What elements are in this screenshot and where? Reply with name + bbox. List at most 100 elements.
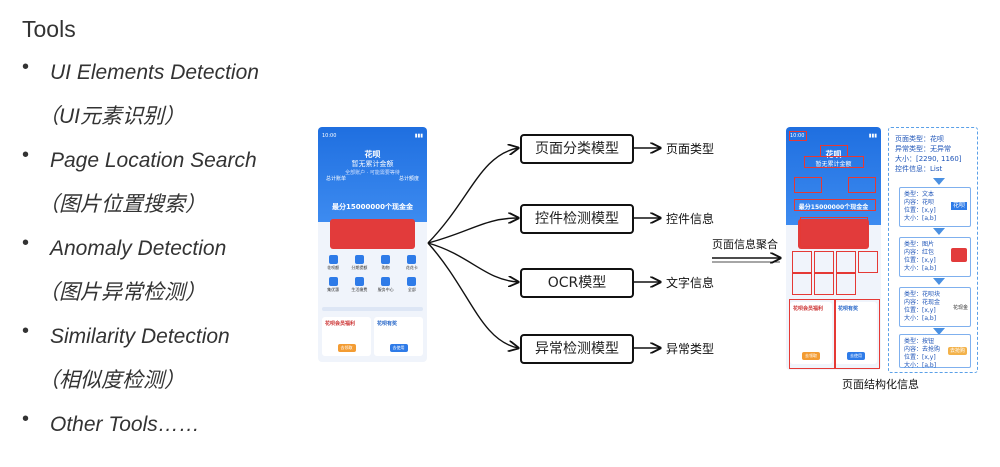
app-icon xyxy=(407,255,417,264)
branch-arrow xyxy=(427,148,518,244)
card-line: 位置：[x,y] xyxy=(904,307,936,314)
card-line: 类型：花呗块 xyxy=(904,291,941,298)
list-item: • Anomaly Detection （图片异常检测） xyxy=(20,232,310,322)
widget-card: 类型：按钮 内容：去抢购 位置：[x,y] 大小：[a,b] 去抢购 xyxy=(899,334,971,369)
branch-arrow xyxy=(427,242,518,282)
grid-label: 花花卡 xyxy=(405,265,418,270)
app-icon xyxy=(328,277,338,286)
anomaly-type: 异常类型：无异常 xyxy=(895,145,951,153)
widget-card: 类型：文本 内容：花呗 位置：[x,y] 大小：[a,b] 花呗 xyxy=(899,187,971,227)
output-label: 页面类型 xyxy=(666,142,715,156)
bullet-dot: • xyxy=(22,56,30,78)
page-size: 大小：[2290, 1160] xyxy=(895,155,962,163)
tool-name: Anomaly Detection xyxy=(50,237,227,260)
detection-box xyxy=(804,156,864,168)
detection-box xyxy=(794,199,876,211)
model-box: 异常检测模型 xyxy=(520,334,634,364)
tile-title: 花呗有奖 xyxy=(838,306,859,312)
red-packet-card xyxy=(798,219,869,249)
tile-title: 花呗有奖 xyxy=(377,321,398,327)
grid-label: 集优惠 xyxy=(327,287,340,292)
card-line: 内容：花现金 xyxy=(904,299,941,306)
card-line: 类型：文本 xyxy=(904,191,935,198)
app-icon xyxy=(354,277,364,286)
detection-box xyxy=(858,251,878,273)
grid-label: 购物 xyxy=(381,265,390,270)
widget-card: 类型：花呗块 内容：花现金 位置：[x,y] 大小：[a,b] 花现金 xyxy=(899,287,971,327)
grid-label: 花呗额 xyxy=(327,265,340,270)
app-icon xyxy=(407,277,417,286)
phone-banner: 最分15000000个现金金 xyxy=(332,203,413,211)
tool-name: UI Elements Detection xyxy=(50,61,259,84)
caption: 页面结构化信息 xyxy=(842,378,919,391)
detection-box xyxy=(835,299,880,369)
panel-header: 页面类型：花呗 异常类型：无异常 大小：[2290, 1160] 控件信息：Li… xyxy=(895,134,962,174)
card-line: 内容：去抢购 xyxy=(904,346,941,353)
card-line: 大小：[a,b] xyxy=(904,315,937,322)
promo-tile: 花呗有奖去使用 xyxy=(374,317,423,356)
model-box: 页面分类模型 xyxy=(520,134,634,164)
detection-box xyxy=(814,251,834,273)
promo-tile: 花呗有奖去使用 xyxy=(835,302,877,364)
card-badge: 花呗 xyxy=(950,202,967,210)
card-line: 内容：花呗 xyxy=(904,199,935,206)
detection-box xyxy=(800,217,868,247)
card-line: 位置：[x,y] xyxy=(904,207,936,214)
detection-box xyxy=(848,177,876,193)
phone-header xyxy=(318,127,427,222)
tool-name-zh: （图片异常检测） xyxy=(38,281,206,304)
card-badge: 去抢购 xyxy=(947,347,967,355)
down-arrow-icon xyxy=(933,228,945,235)
structured-info-panel: 页面类型：花呗 异常类型：无异常 大小：[2290, 1160] 控件信息：Li… xyxy=(888,127,978,373)
phone-tiles: 花呗会员福利去领取 花呗有奖去使用 xyxy=(790,302,877,364)
grid-item: 购物 xyxy=(375,255,397,273)
stat-right: 总计额度 xyxy=(398,176,419,182)
card-line: 内容：红包 xyxy=(904,249,935,256)
status-time: 10:00 xyxy=(790,133,805,139)
detection-box xyxy=(792,251,812,273)
tile-button: 去领取 xyxy=(337,344,356,352)
tile-button: 去领取 xyxy=(802,352,820,360)
tile-title: 花呗会员福利 xyxy=(793,306,824,312)
progress-strip xyxy=(322,307,423,311)
annotated-phone-screenshot: 10:00▮▮▮ 花呗 暂无累计金额 最分15000000个现金金 花呗会员福利… xyxy=(786,127,881,370)
widget-card: 类型：图片 内容：红包 位置：[x,y] 大小：[a,b] xyxy=(899,237,971,277)
card-badge: 花现金 xyxy=(952,305,968,311)
slide-title: Tools xyxy=(22,16,76,42)
grid-item: 花花卡 xyxy=(401,255,423,273)
bullet-dot: • xyxy=(22,408,30,430)
signal-icon: ▮▮▮ xyxy=(414,133,423,139)
grid-label: 服务中心 xyxy=(377,287,394,292)
app-icon xyxy=(381,255,391,264)
model-box: 控件检测模型 xyxy=(520,204,634,234)
status-bar: 10:00 ▮▮▮ xyxy=(322,133,423,139)
detection-box xyxy=(789,131,807,141)
grid-label: 全部 xyxy=(407,287,416,292)
input-phone-screenshot: 10:00▮▮▮ 花呗 暂无累计金额 全部账户 · 可能需要等待 总计账单总计额… xyxy=(318,127,427,362)
widget-info: 控件信息：List xyxy=(895,165,943,173)
status-bar: 10:00▮▮▮ xyxy=(790,133,877,139)
card-line: 大小：[a,b] xyxy=(904,265,937,272)
detection-box xyxy=(814,273,834,295)
phone-header xyxy=(786,127,881,225)
tile-button: 去使用 xyxy=(389,344,408,352)
output-label: 文字信息 xyxy=(666,276,715,290)
list-item: • UI Elements Detection （UI元素识别） xyxy=(20,56,310,146)
phone-banner: 最分15000000个现金金 xyxy=(798,204,869,211)
status-time: 10:00 xyxy=(322,133,337,139)
promo-tile: 花呗会员福利去领取 xyxy=(790,302,832,364)
detection-box xyxy=(836,251,856,273)
detection-box xyxy=(792,273,812,295)
output-label: 控件信息 xyxy=(666,212,715,226)
card-line: 类型：按钮 xyxy=(904,338,935,345)
stat-left: 总计账单 xyxy=(326,176,347,182)
grid-item: 分期提额 xyxy=(348,255,370,273)
app-icon xyxy=(354,255,364,264)
model-box: OCR模型 xyxy=(520,268,634,298)
down-arrow-icon xyxy=(933,328,945,335)
tool-name-zh: （图片位置搜索） xyxy=(38,193,206,216)
tool-name: Other Tools…… xyxy=(50,413,200,436)
phone-headline: 暂无累计金额 xyxy=(815,161,852,168)
phone-stats: 总计账单 总计额度 xyxy=(326,175,419,182)
phone-nav-title: 花呗 xyxy=(364,150,381,159)
